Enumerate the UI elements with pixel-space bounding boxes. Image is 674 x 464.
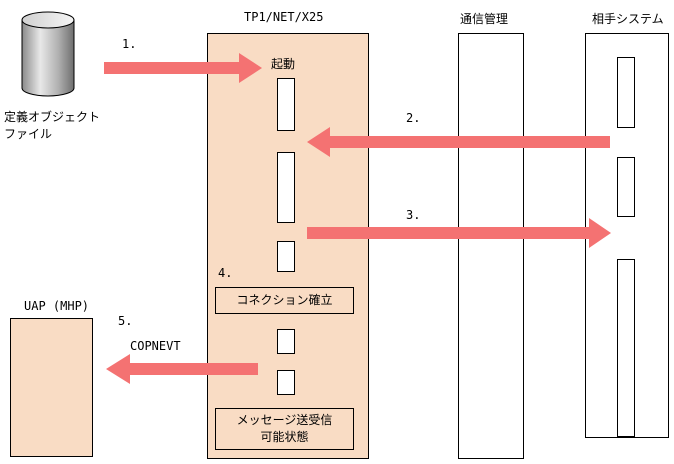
copnevt-label: COPNEVT bbox=[130, 339, 181, 353]
message-ready-box: メッセージ送受信 可能状態 bbox=[215, 408, 354, 450]
tp1-activation-2 bbox=[277, 152, 295, 223]
partner-activation-2 bbox=[617, 157, 635, 217]
uap-label: UAP (MHP) bbox=[24, 299, 90, 313]
startup-label: 起動 bbox=[271, 57, 296, 71]
tp1-activation-3 bbox=[277, 241, 295, 272]
file-caption-line1: 定義オブジェクト bbox=[4, 110, 101, 124]
connection-established-label: コネクション確立 bbox=[236, 293, 333, 307]
lane-title-comm: 通信管理 bbox=[460, 12, 509, 26]
arrow-1 bbox=[104, 53, 262, 83]
tp1-activation-4 bbox=[277, 329, 295, 354]
partner-activation-3 bbox=[617, 259, 635, 437]
tp1-activation-1 bbox=[277, 78, 295, 131]
step-3-label: 3. bbox=[406, 208, 421, 222]
file-cylinder-icon bbox=[21, 11, 75, 97]
lane-comm bbox=[458, 33, 524, 459]
connection-established-box: コネクション確立 bbox=[215, 287, 354, 314]
tp1-activation-5 bbox=[277, 370, 295, 395]
message-ready-line2: 可能状態 bbox=[260, 430, 309, 444]
arrow-3 bbox=[307, 218, 611, 248]
uap-box bbox=[10, 318, 93, 457]
file-caption-line2: ファイル bbox=[4, 127, 53, 141]
step-2-label: 2. bbox=[406, 111, 421, 125]
lane-title-partner: 相手システム bbox=[592, 12, 664, 26]
step-1-label: 1. bbox=[122, 37, 137, 51]
lane-title-tp1: TP1/NET/X25 bbox=[244, 10, 324, 24]
partner-activation-1 bbox=[617, 57, 635, 128]
arrow-2 bbox=[307, 127, 610, 157]
arrow-5 bbox=[106, 354, 258, 384]
step-5-label: 5. bbox=[118, 314, 133, 328]
step-4-label: 4. bbox=[218, 266, 233, 280]
message-ready-line1: メッセージ送受信 bbox=[236, 413, 333, 427]
